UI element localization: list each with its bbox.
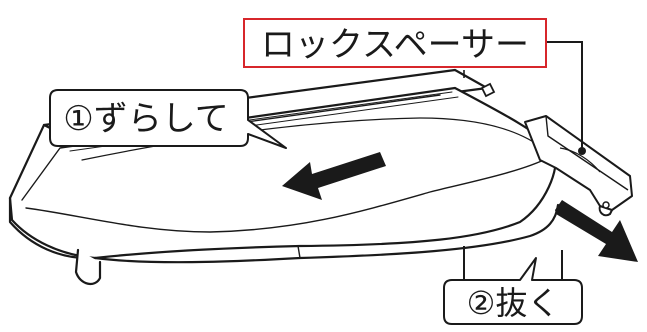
part-leader-line bbox=[546, 41, 583, 150]
part-label-box bbox=[243, 18, 547, 68]
shelf-foot bbox=[74, 248, 102, 286]
step2-label: ②抜く bbox=[467, 284, 560, 322]
shelf-hook bbox=[480, 82, 496, 98]
step1-callout bbox=[49, 89, 287, 149]
pull-arrow bbox=[555, 200, 638, 262]
slide-arrow bbox=[282, 152, 386, 200]
lock-spacer-part bbox=[524, 115, 633, 217]
part-label: ロックスペーサー bbox=[261, 25, 529, 65]
step1-label: ①ずらして bbox=[63, 99, 228, 139]
shelf-underside bbox=[93, 203, 560, 264]
step2-callout bbox=[443, 257, 583, 325]
shelf-inner-lip bbox=[21, 94, 441, 201]
part-leader-dot bbox=[578, 147, 586, 155]
